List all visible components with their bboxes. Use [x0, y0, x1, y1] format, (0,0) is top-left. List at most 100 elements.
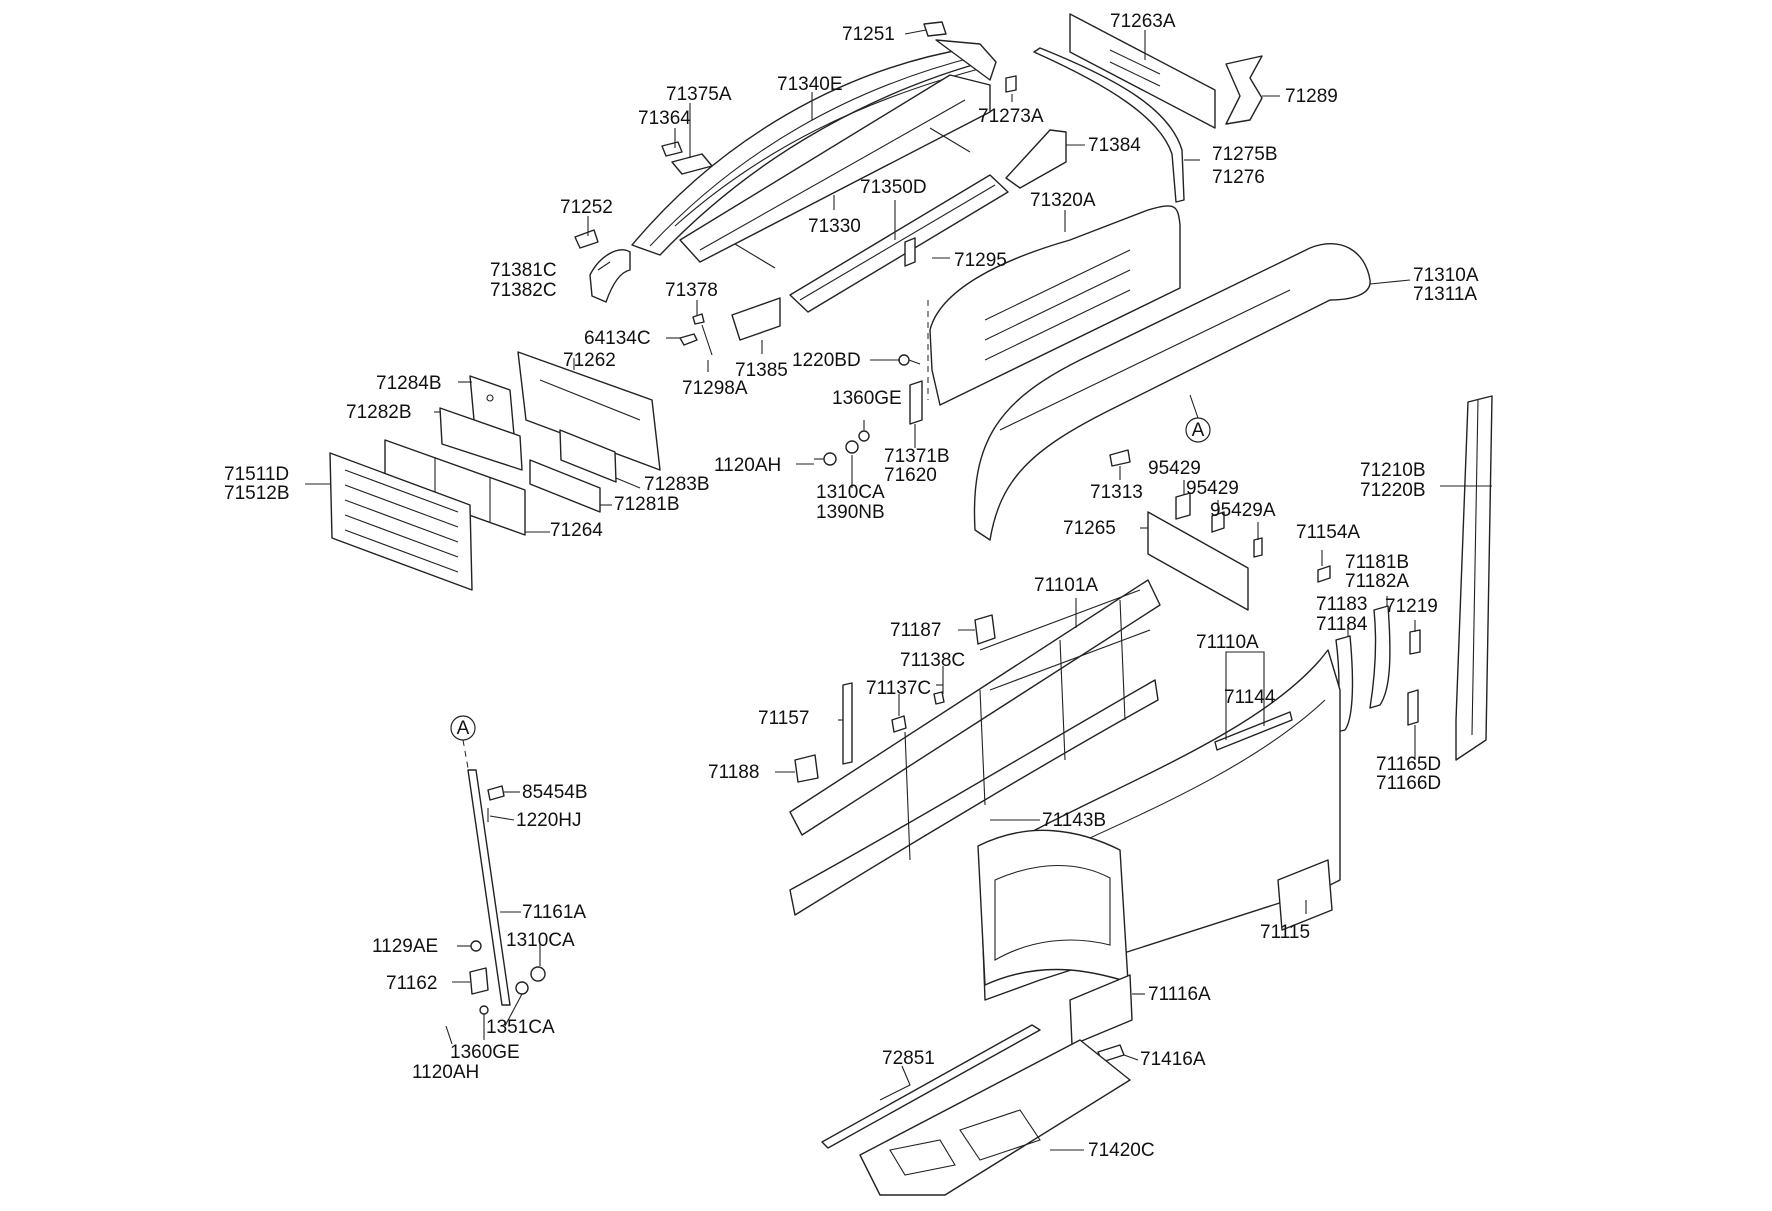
part-1310ca-bottom [530, 966, 546, 982]
part-71371b [909, 380, 923, 425]
part-labels: 71251 71263A 71289 71375A 71340E 71364 7… [224, 11, 1479, 1161]
part-71210b [1455, 395, 1493, 761]
part-71420c [859, 1039, 1131, 1196]
label-71187: 71187 [890, 620, 941, 641]
part-1351ca [515, 981, 529, 995]
label-71183: 71183 [1316, 594, 1367, 615]
label-71219: 71219 [1385, 596, 1438, 617]
callout-a-left-text: A [457, 718, 470, 739]
part-71283b [559, 429, 617, 483]
label-1120ah-bottom: 1120AH [412, 1062, 479, 1083]
label-71262: 71262 [563, 350, 616, 371]
part-71188 [794, 754, 819, 783]
part-71310a [973, 243, 1371, 541]
label-71512b: 71512B [224, 483, 290, 504]
label-71210b: 71210B [1360, 460, 1426, 481]
label-64134c: 64134C [584, 328, 651, 349]
part-71340e [631, 39, 997, 269]
label-71252: 71252 [560, 197, 613, 218]
part-71161a [467, 769, 511, 1006]
label-1390nb: 1390NB [816, 502, 885, 523]
label-71116a: 71116A [1148, 984, 1211, 1005]
label-71283b: 71283B [644, 474, 710, 495]
label-71138c: 71138C [900, 650, 965, 671]
label-1129ae: 1129AE [372, 936, 438, 957]
label-95429-a: 95429 [1148, 458, 1201, 479]
label-71310a: 71310A [1413, 265, 1479, 286]
label-1360ge-top: 1360GE [832, 388, 902, 409]
label-71184: 71184 [1316, 614, 1368, 635]
label-71115: 71115 [1260, 922, 1310, 943]
label-71110a: 71110A [1196, 632, 1259, 653]
label-71101a: 71101A [1034, 575, 1098, 596]
label-71382c: 71382C [490, 280, 557, 301]
label-71144: 71144 [1224, 687, 1276, 708]
part-71385 [731, 297, 781, 341]
part-1129ae [470, 940, 482, 952]
label-71265: 71265 [1063, 518, 1116, 539]
part-71144 [1214, 711, 1293, 751]
label-71181b: 71181B [1345, 552, 1409, 573]
part-71187 [974, 614, 996, 645]
part-85454b [487, 785, 505, 801]
part-71251 [923, 21, 947, 37]
part-71381c [589, 249, 631, 303]
part-71143b [977, 829, 1129, 986]
label-71385: 71385 [735, 360, 788, 381]
label-71166d: 71166D [1376, 773, 1441, 794]
label-71161a: 71161A [522, 902, 586, 923]
label-71420c: 71420C [1088, 1140, 1155, 1161]
part-71273a [1005, 75, 1017, 93]
label-71137c: 71137C [866, 678, 931, 699]
label-71282b: 71282B [346, 402, 412, 423]
part-71115 [1277, 859, 1333, 931]
label-71143b: 71143B [1042, 810, 1106, 831]
part-71384 [1005, 129, 1067, 189]
label-1310ca-bottom: 1310CA [506, 930, 575, 951]
label-71350d: 71350D [860, 177, 927, 198]
label-1220hj: 1220HJ [516, 810, 582, 831]
label-71276: 71276 [1212, 167, 1265, 188]
part-1120ah-bottom [445, 1025, 453, 1045]
part-71298a [701, 324, 713, 356]
part-71252 [574, 229, 599, 249]
label-71165d: 71165D [1376, 754, 1441, 775]
leader-lines [305, 29, 1492, 1151]
label-1360ge-bottom: 1360GE [450, 1042, 520, 1063]
label-85454b: 85454B [522, 782, 588, 803]
label-1220bd: 1220BD [792, 350, 861, 371]
label-71381c: 71381C [490, 260, 557, 281]
part-71137c [891, 715, 907, 733]
label-71162: 71162 [386, 973, 437, 994]
label-71284b: 71284B [376, 373, 442, 394]
part-71313 [1109, 449, 1131, 467]
part-71181b [1369, 605, 1391, 709]
label-71182a: 71182A [1345, 571, 1409, 592]
part-72851 [821, 1024, 1041, 1149]
label-1310ca-top: 1310CA [816, 482, 885, 503]
label-71251: 71251 [842, 24, 895, 45]
part-95429 [1175, 492, 1263, 558]
part-1120ah-top [814, 440, 859, 466]
label-71320a: 71320A [1030, 190, 1096, 211]
label-71289: 71289 [1285, 86, 1338, 107]
label-71371b: 71371B [884, 446, 950, 467]
label-71154a: 71154A [1296, 522, 1360, 543]
part-71157 [842, 682, 853, 765]
label-72851: 72851 [882, 1048, 935, 1069]
part-71320a [927, 205, 1181, 406]
label-71273a: 71273A [978, 106, 1044, 127]
label-71220b: 71220B [1360, 480, 1426, 501]
label-71384: 71384 [1088, 135, 1141, 156]
part-71281b [529, 459, 601, 513]
label-95429a: 95429A [1210, 500, 1276, 521]
part-1360ge-bottom [479, 1005, 489, 1015]
label-71188: 71188 [708, 762, 759, 783]
label-71263a: 71263A [1110, 11, 1176, 32]
part-71275b [1033, 47, 1185, 203]
part-71282b [439, 407, 523, 471]
label-71364: 71364 [638, 108, 691, 129]
label-71298a: 71298A [682, 378, 748, 399]
part-71138c [933, 691, 945, 705]
